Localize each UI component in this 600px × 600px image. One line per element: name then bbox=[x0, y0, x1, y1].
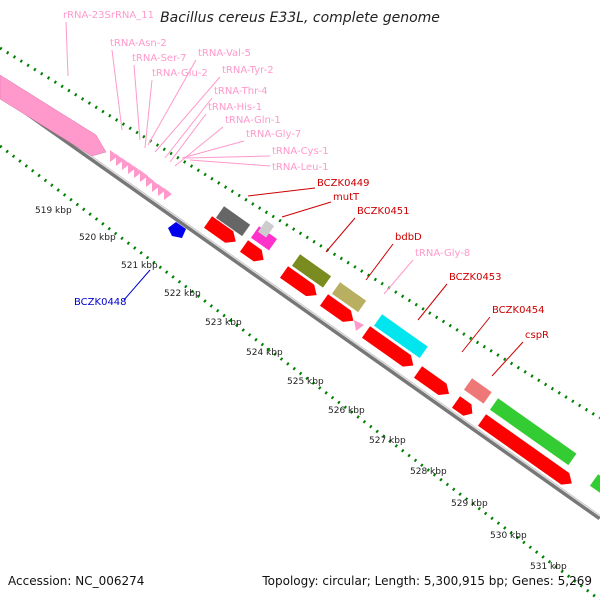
kbp-tick-label: 521 kbp bbox=[121, 261, 158, 271]
feature-label: tRNA-Glu-2 bbox=[152, 68, 208, 79]
feature-label: tRNA-Gly-7 bbox=[246, 129, 301, 140]
reverse-gene-arrow bbox=[279, 266, 317, 297]
ruler-outer bbox=[0, 46, 600, 420]
trna-arrow bbox=[122, 158, 130, 170]
forward-gene-block bbox=[373, 314, 428, 359]
leader-line bbox=[181, 140, 245, 159]
kbp-tick-label: 525 kbp bbox=[287, 377, 324, 387]
feature-label: tRNA-Gln-1 bbox=[225, 115, 281, 126]
kbp-tick-label: 524 kbp bbox=[246, 348, 283, 358]
feature-label: tRNA-Val-5 bbox=[198, 48, 251, 59]
kbp-tick-label: 529 kbp bbox=[451, 499, 488, 509]
kbp-tick-label: 519 kbp bbox=[35, 206, 72, 216]
rrna-23s-arrow bbox=[0, 74, 107, 157]
map-title: Bacillus cereus E33L, complete genome bbox=[160, 10, 440, 26]
forward-gene-block bbox=[215, 206, 251, 237]
leader-line bbox=[154, 76, 221, 153]
feature-label: mutT bbox=[333, 192, 360, 203]
kbp-tick-label: 530 kbp bbox=[490, 531, 527, 541]
forward-gene-block bbox=[463, 378, 492, 404]
leader-line bbox=[164, 97, 213, 159]
trna-arrow bbox=[110, 150, 118, 162]
feature-labels: rRNA-23SrRNA_11 tRNA-Asn-2 tRNA-Ser-7 tRNA-… bbox=[63, 10, 549, 377]
forward-gene-block bbox=[489, 398, 577, 466]
trna-arrow bbox=[128, 162, 136, 174]
leader-line bbox=[325, 217, 356, 253]
forward-gene-block bbox=[331, 282, 367, 313]
leader-line bbox=[174, 126, 224, 167]
feature-label: BCZK0449 bbox=[317, 178, 370, 189]
forward-gene-block bbox=[589, 474, 600, 498]
trna-arrow bbox=[140, 170, 148, 182]
forward-gene-block bbox=[291, 254, 332, 288]
feature-label: tRNA-Ser-7 bbox=[132, 53, 187, 64]
kbp-tick-label: 527 kbp bbox=[369, 436, 406, 446]
feature-label: BCZK0453 bbox=[449, 272, 502, 283]
leader-line bbox=[111, 49, 123, 131]
reverse-gene-arrow bbox=[319, 294, 354, 322]
kbp-ticks: 519 kbp 520 kbp 521 kbp 522 kbp 523 kbp 524 k… bbox=[35, 206, 567, 572]
kbp-tick-label: 523 kbp bbox=[205, 318, 242, 328]
reverse-gene-arrow bbox=[239, 240, 264, 262]
gene-bczk0448 bbox=[168, 222, 186, 238]
feature-label: BCZK0448 bbox=[74, 297, 127, 308]
kbp-tick-label: 528 kbp bbox=[410, 467, 447, 477]
feature-label: bdbD bbox=[395, 232, 422, 243]
feature-label: BCZK0451 bbox=[357, 206, 410, 217]
leader-line bbox=[189, 159, 271, 167]
reverse-gene-arrow bbox=[413, 366, 450, 396]
feature-label: tRNA-Leu-1 bbox=[272, 162, 328, 173]
forward-gene-block bbox=[250, 226, 278, 251]
leader-line bbox=[365, 243, 394, 281]
genome-backbone bbox=[0, 91, 600, 521]
leader-line bbox=[383, 259, 414, 295]
kbp-tick-label: 531 kbp bbox=[530, 562, 567, 572]
trna-arrow bbox=[116, 154, 124, 166]
feature-label: tRNA-Cys-1 bbox=[272, 146, 329, 157]
kbp-tick-label: 520 kbp bbox=[79, 233, 116, 243]
feature-label: BCZK0454 bbox=[492, 305, 545, 316]
leader-line bbox=[491, 341, 524, 377]
leader-line bbox=[65, 21, 69, 77]
kbp-tick-label: 522 kbp bbox=[164, 289, 201, 299]
trna-arrow bbox=[158, 184, 166, 196]
trna-cluster bbox=[110, 150, 172, 200]
forward-genes bbox=[215, 206, 600, 498]
accession-text: Accession: NC_006274 bbox=[8, 574, 145, 588]
forward-gene-block bbox=[257, 220, 275, 238]
feature-label: tRNA-Gly-8 bbox=[415, 248, 470, 259]
genome-backbone-highlight bbox=[0, 91, 600, 517]
leader-line bbox=[147, 59, 197, 146]
leader-line bbox=[144, 79, 153, 149]
leader-line bbox=[417, 283, 448, 321]
feature-label: tRNA-Asn-2 bbox=[110, 38, 167, 49]
leader-line bbox=[133, 64, 141, 141]
ruler-inner bbox=[0, 144, 600, 600]
reverse-gene-arrow bbox=[203, 216, 236, 243]
feature-label: rRNA-23SrRNA_11 bbox=[63, 10, 154, 21]
reverse-gene-arrow bbox=[451, 396, 473, 416]
trna-arrow bbox=[134, 166, 142, 178]
leader-line bbox=[461, 316, 491, 353]
kbp-tick-label: 526 kbp bbox=[328, 406, 365, 416]
reverse-genes bbox=[203, 216, 572, 485]
feature-label: cspR bbox=[525, 330, 549, 341]
leader-line bbox=[185, 155, 271, 159]
leader-line bbox=[247, 187, 316, 197]
reverse-gene-arrow bbox=[361, 326, 414, 367]
trna-arrow bbox=[152, 180, 160, 192]
feature-label: tRNA-Thr-4 bbox=[214, 86, 268, 97]
genome-summary-text: Topology: circular; Length: 5,300,915 bp… bbox=[262, 574, 592, 588]
trna-arrow bbox=[164, 188, 172, 200]
leader-line bbox=[123, 269, 151, 301]
trna-arrow bbox=[146, 175, 154, 187]
leader-line bbox=[281, 201, 332, 218]
feature-label: tRNA-Tyr-2 bbox=[222, 65, 274, 76]
trna-gly-8-arrow bbox=[354, 320, 364, 331]
reverse-gene-arrow bbox=[477, 414, 572, 485]
leader-line bbox=[169, 113, 207, 163]
feature-label: tRNA-His-1 bbox=[208, 102, 262, 113]
